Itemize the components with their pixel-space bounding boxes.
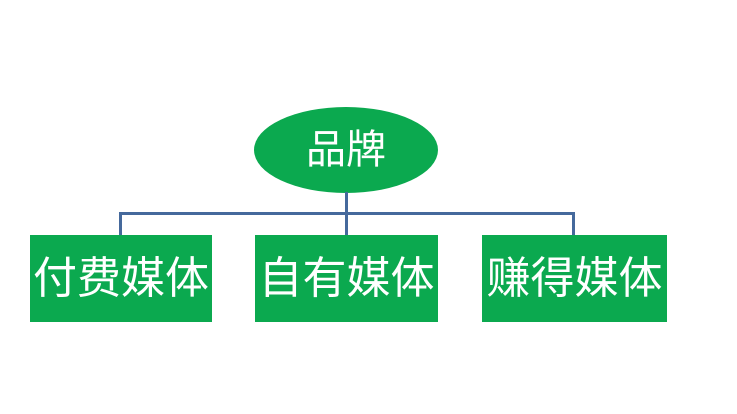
connector-right-vertical xyxy=(572,212,575,235)
child-node-owned-media: 自有媒体 xyxy=(255,235,438,322)
child-node-earned-media: 赚得媒体 xyxy=(482,235,667,322)
connector-horizontal xyxy=(119,212,575,215)
root-node-label: 品牌 xyxy=(306,127,386,172)
child-node-owned-media-label: 自有媒体 xyxy=(258,253,435,303)
child-node-paid-media-label: 付费媒体 xyxy=(33,253,209,303)
child-node-earned-media-label: 赚得媒体 xyxy=(486,253,663,303)
connector-left-vertical xyxy=(119,212,122,235)
child-node-paid-media: 付费媒体 xyxy=(30,235,212,322)
root-node-brand: 品牌 xyxy=(254,107,438,193)
